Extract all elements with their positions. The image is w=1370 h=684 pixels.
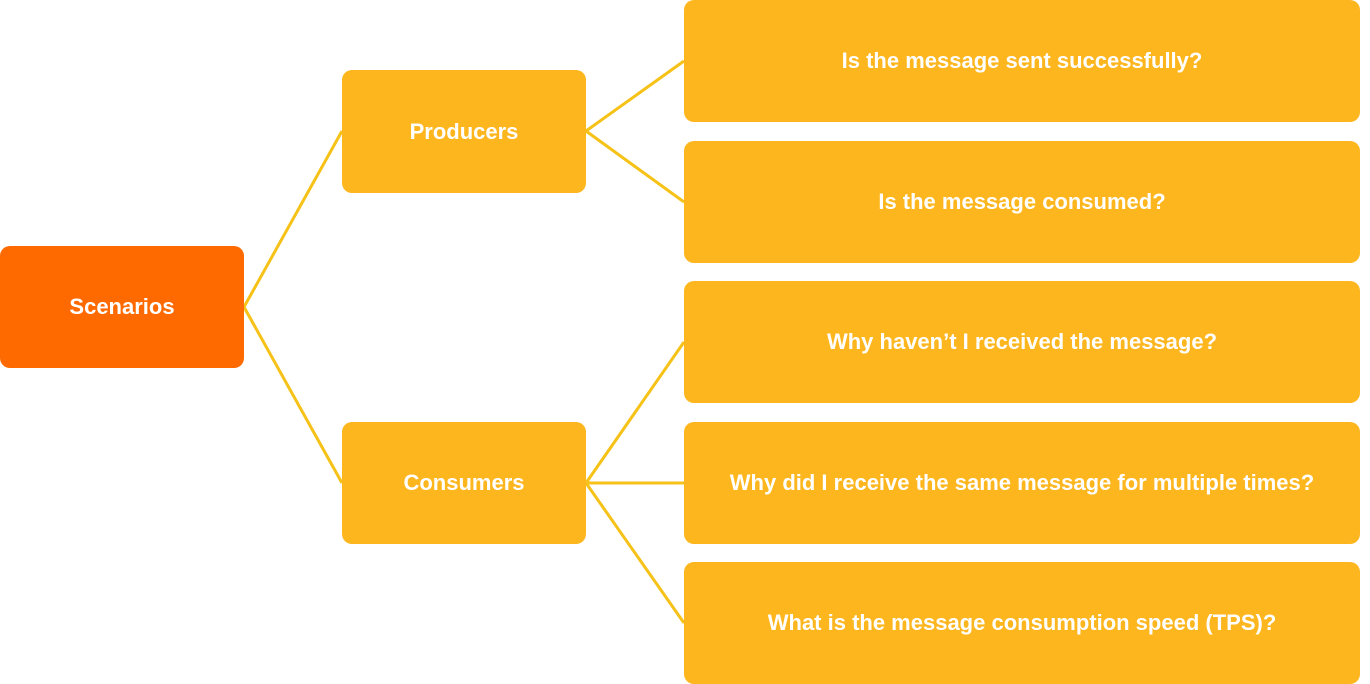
branch-node-label: Producers (409, 118, 519, 144)
branch-node-producers: Producers (342, 70, 586, 193)
question-node-sent-successfully: Is the message sent successfully? (684, 0, 1360, 122)
question-label: What is the message consumption speed (T… (767, 610, 1277, 635)
connector-producers-q1 (585, 59, 685, 133)
question-label: Why haven’t I received the message? (826, 329, 1218, 354)
branch-node-consumers: Consumers (342, 422, 586, 544)
question-label: Is the message consumed? (878, 189, 1166, 214)
question-node-duplicate-receipt: Why did I receive the same message for m… (684, 422, 1360, 544)
question-label: Is the message sent successfully? (841, 48, 1203, 73)
connector-consumers-q3 (584, 341, 686, 484)
root-node-scenarios: Scenarios (0, 246, 244, 368)
connector-root-producers (242, 130, 344, 308)
connector-producers-q2 (585, 129, 685, 204)
question-node-consumption-speed: What is the message consumption speed (T… (684, 562, 1360, 684)
question-node-consumed: Is the message consumed? (684, 141, 1360, 263)
question-node-not-received: Why haven’t I received the message? (684, 281, 1360, 403)
root-node-label: Scenarios (69, 294, 175, 319)
connector-root-consumers (242, 306, 344, 484)
branch-node-label: Consumers (403, 470, 525, 495)
connector-consumers-q5 (584, 482, 686, 624)
question-label: Why did I receive the same message for m… (729, 470, 1315, 495)
